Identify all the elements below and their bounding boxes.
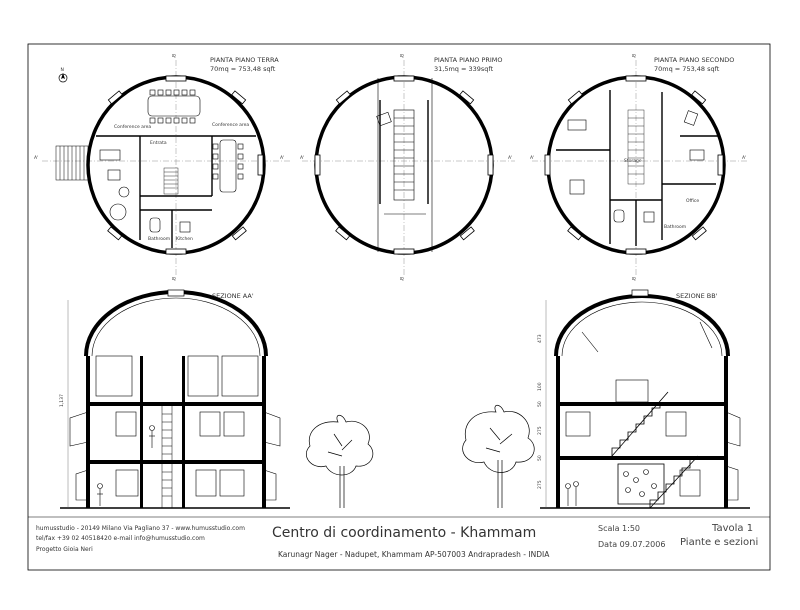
studio-line-3: Progetto Gioia Neri xyxy=(36,546,93,553)
section-aa-title: SEZIONE AA' xyxy=(212,292,254,300)
tree-left xyxy=(305,414,374,508)
svg-text:Entrata: Entrata xyxy=(150,140,167,146)
svg-text:B': B' xyxy=(170,54,176,58)
section-bb-title: SEZIONE BB' xyxy=(676,292,718,300)
svg-text:B': B' xyxy=(630,54,636,58)
studio-line-1: humusstudio - 20149 Milano Via Pagliano … xyxy=(36,525,245,532)
drawing-scale: Scala 1:50 xyxy=(598,524,640,533)
sheet-number: Tavola 1 xyxy=(711,523,753,534)
studio-line-2: tel/fax +39 02 40518420 e-mail info@humu… xyxy=(36,535,205,542)
svg-text:A': A' xyxy=(280,155,284,161)
plan-ground-title: PIANTA PIANO TERRA xyxy=(210,56,279,64)
title-block: humusstudio - 20149 Milano Via Pagliano … xyxy=(36,523,758,559)
svg-text:A': A' xyxy=(508,155,512,161)
drawing-date: Data 09.07.2006 xyxy=(598,540,665,549)
svg-text:473: 473 xyxy=(537,334,543,343)
plan-second-area: 70mq = 753,48 sqft xyxy=(654,65,720,73)
svg-text:275: 275 xyxy=(537,426,543,435)
plan-ground-floor: PIANTA PIANO TERRA 70mq = 753,48 sqft A'… xyxy=(34,54,290,281)
svg-text:B': B' xyxy=(630,277,636,281)
svg-text:Bathroom: Bathroom xyxy=(148,236,170,242)
svg-text:Conference area: Conference area xyxy=(212,122,249,128)
section-bb: SEZIONE BB' xyxy=(537,289,750,509)
plan-first-title: PIANTA PIANO PRIMO xyxy=(434,56,503,64)
svg-text:Office: Office xyxy=(686,198,699,204)
svg-text:100: 100 xyxy=(537,382,543,391)
svg-text:Bathroom: Bathroom xyxy=(664,224,686,230)
tree-right xyxy=(462,404,535,508)
svg-text:A': A' xyxy=(742,155,746,161)
north-label: N xyxy=(61,67,64,73)
plan-first-floor: PIANTA PIANO PRIMO 31,5mq = 339sqft A' A… xyxy=(300,54,515,281)
svg-text:50: 50 xyxy=(537,455,543,461)
plan-first-area: 31,5mq = 339sqft xyxy=(434,65,494,73)
north-arrow: N xyxy=(58,67,68,83)
svg-text:50: 50 xyxy=(537,401,543,407)
section-aa: SEZIONE AA' xyxy=(59,289,290,509)
project-address: Karunagr Nager - Nadupet, Khammam AP-507… xyxy=(278,550,550,559)
svg-text:A': A' xyxy=(530,155,534,161)
svg-text:B': B' xyxy=(398,54,404,58)
svg-text:B': B' xyxy=(398,277,404,281)
svg-text:Kitchen: Kitchen xyxy=(176,236,193,242)
svg-text:B': B' xyxy=(170,277,176,281)
plan-ground-area: 70mq = 753,48 sqft xyxy=(210,65,276,73)
svg-text:A': A' xyxy=(300,155,304,161)
plan-second-title: PIANTA PIANO SECONDO xyxy=(654,56,734,64)
plan-second-floor: PIANTA PIANO SECONDO 70mq = 753,48 sqft … xyxy=(530,54,748,281)
svg-text:275: 275 xyxy=(537,480,543,489)
sheet-border xyxy=(27,43,771,571)
sheet-subject: Piante e sezioni xyxy=(680,537,758,548)
entrance-stair xyxy=(55,145,89,181)
section-aa-height: 1,137 xyxy=(59,394,65,407)
project-title: Centro di coordinamento - Khammam xyxy=(272,525,536,541)
svg-text:A': A' xyxy=(34,155,38,161)
svg-text:Storage: Storage xyxy=(624,158,642,164)
svg-text:Conference area: Conference area xyxy=(114,124,151,130)
